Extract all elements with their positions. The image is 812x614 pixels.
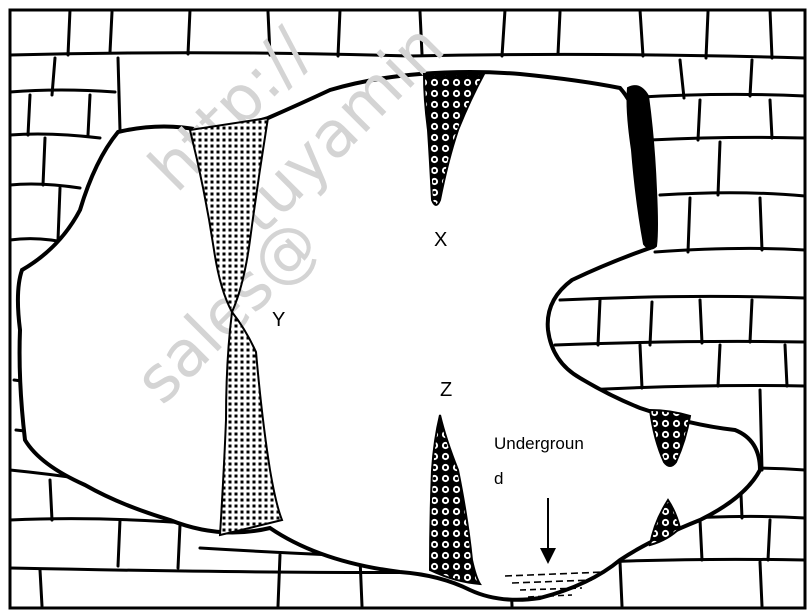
label-underground-line2: d [494,469,503,488]
label-x: X [434,229,447,251]
label-underground-line1: Undergroun [494,434,584,453]
label-z: Z [440,379,452,401]
label-y: Y [272,309,285,331]
